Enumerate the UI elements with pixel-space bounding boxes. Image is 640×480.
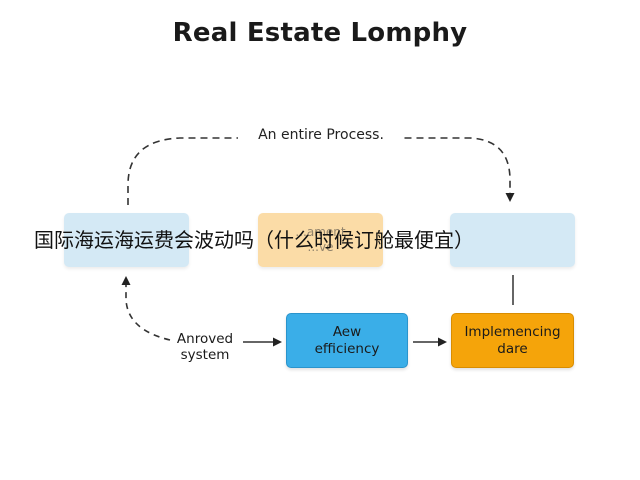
process-box-2-label: ...ament ...ve [295, 225, 346, 254]
loop-arrow-left [121, 276, 171, 341]
overlay-caption: 国际海运海运费会波动吗（什么时候订舱最便宜） [34, 228, 474, 252]
process-box-1 [64, 213, 189, 267]
efficiency-box: Aew efficiency [286, 313, 408, 368]
diagram-title: Real Estate Lomphy [172, 18, 468, 48]
loop-arrow-top [127, 137, 515, 205]
process-box-2: ...ament ...ve [258, 213, 383, 267]
loop-label: An entire Process. [238, 127, 404, 143]
approved-system-label: Anroved system [176, 331, 234, 363]
process-box-3 [450, 213, 575, 267]
implementing-box-label: Implemencing dare [464, 323, 561, 357]
implementing-box: Implemencing dare [451, 313, 574, 368]
efficiency-box-label: Aew efficiency [314, 323, 380, 357]
